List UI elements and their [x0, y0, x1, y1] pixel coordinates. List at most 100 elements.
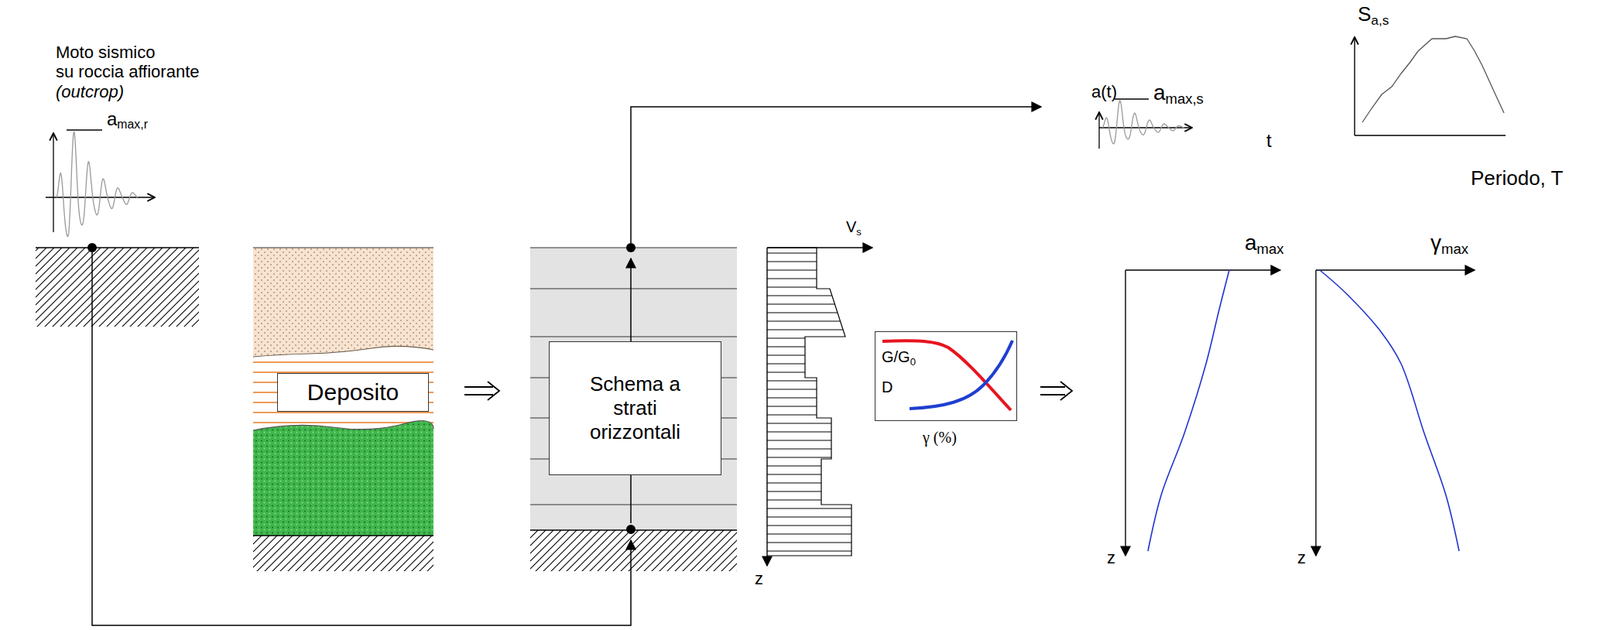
- curve-label: D: [881, 377, 1017, 397]
- vs-profile: [767, 329, 843, 331]
- vs-profile: [767, 253, 817, 254]
- vs-profile: [767, 397, 817, 399]
- vs-profile: [767, 338, 806, 340]
- profile-axes: [1125, 270, 1475, 556]
- soil-deposit: [253, 421, 434, 536]
- vs-profile: [767, 440, 832, 442]
- layered-scheme: [530, 335, 737, 337]
- vs-profile: [767, 534, 852, 535]
- box-text: Schema a strati orizzontali: [589, 372, 681, 446]
- process-box: Schema a strati orizzontali: [548, 341, 722, 476]
- layered-scheme: [530, 247, 737, 531]
- axis-label: γmax: [1430, 230, 1469, 256]
- vs-profile-axes: [767, 247, 873, 566]
- axis-label: Vs: [846, 218, 862, 237]
- response-spectrum: [1362, 36, 1505, 123]
- axis-label: amax: [1244, 230, 1284, 256]
- axis-label: Periodo, T: [1470, 167, 1563, 191]
- soil-deposit: [253, 247, 434, 357]
- implies-arrow: [1040, 381, 1073, 401]
- axis-label: t: [1266, 130, 1272, 152]
- vs-profile: [767, 321, 841, 323]
- vs-profile: [767, 304, 835, 305]
- output-accelerogram-axes: [1114, 98, 1149, 100]
- vs-profile: [767, 247, 852, 556]
- vs-profile: [767, 389, 817, 391]
- vs-profile: [767, 474, 822, 476]
- vs-profile: [767, 414, 817, 416]
- profile-axes: [1124, 270, 1126, 556]
- vs-profile: [767, 423, 832, 425]
- outcrop-rock: [87, 243, 97, 253]
- vs-profile: [767, 295, 833, 297]
- box-label: Deposito: [307, 378, 399, 407]
- output-accelerogram-axes: [1099, 126, 1193, 128]
- output-accelerogram-axes: [1098, 112, 1100, 149]
- profile-axes: [1315, 269, 1475, 271]
- output-accelerogram: [1102, 100, 1185, 144]
- profile-axes: [1315, 270, 1316, 556]
- spectrum-axes: [1354, 134, 1506, 136]
- vs-profile: [767, 491, 822, 493]
- input-accelerogram: [56, 131, 138, 237]
- soil-deposit: [253, 346, 434, 357]
- layered-scheme: [626, 524, 636, 535]
- vs-profile: [767, 542, 852, 544]
- outcrop-rock: [35, 246, 199, 249]
- soil-deposit: [253, 534, 434, 537]
- axis-label: z: [1297, 548, 1306, 568]
- axis-label: γ (%): [922, 428, 957, 447]
- layered-scheme: [530, 243, 737, 572]
- axis-label: z: [754, 568, 764, 589]
- output-accelerogram: [1102, 100, 1185, 144]
- vs-profile: [767, 363, 806, 365]
- soil-deposit: [253, 361, 434, 364]
- peak-acceleration-label: amax,s: [1153, 80, 1204, 106]
- vs-profile: [767, 355, 806, 357]
- process-box: Deposito: [277, 373, 429, 412]
- curve-label: G/G0: [881, 347, 1017, 369]
- vs-profile: [767, 406, 817, 408]
- outcrop-rock: [35, 247, 199, 327]
- box-label: Schema a strati orizzontali: [589, 372, 681, 446]
- soil-deposit: [253, 247, 434, 572]
- axis-label: a(t): [1091, 82, 1117, 102]
- layered-scheme: [530, 287, 737, 289]
- soil-deposit: [253, 411, 434, 414]
- layered-scheme: [626, 243, 636, 253]
- input-accelerogram: [56, 131, 138, 237]
- soil-deposit: [253, 535, 434, 572]
- vs-profile: [767, 448, 832, 450]
- profile-axes: [1125, 269, 1281, 271]
- spectrum-axes: [1353, 37, 1355, 136]
- box-text: Deposito: [307, 378, 399, 407]
- vs-profile: [767, 517, 852, 518]
- vs-profile: [767, 372, 806, 374]
- axis-label: Sa,s: [1357, 3, 1389, 27]
- soil-deposit: [253, 362, 434, 433]
- input-caption: Moto sismico su roccia affiorante (outcr…: [55, 42, 200, 102]
- vs-profile: [767, 465, 822, 467]
- input-accelerogram-axes: [52, 133, 54, 233]
- gamma-max-profile: [1319, 270, 1460, 552]
- vs-profile: [767, 247, 852, 556]
- soil-deposit: [253, 421, 434, 431]
- layered-scheme: [530, 530, 737, 572]
- degradation-curves: [874, 331, 1018, 422]
- depth-profiles: [1147, 270, 1460, 552]
- amax-profile: [1147, 270, 1230, 552]
- axis-label: z: [1106, 548, 1116, 568]
- soil-deposit: [253, 246, 434, 248]
- input-accelerogram-axes: [66, 129, 103, 131]
- implies-arrow: [464, 381, 500, 401]
- outcrop-rock: [35, 243, 199, 327]
- spectrum-axes: [1354, 37, 1506, 136]
- damping-curve: [909, 340, 1013, 409]
- vs-profile: [767, 287, 817, 288]
- vs-profile: [767, 508, 852, 510]
- output-path-arrow: [630, 106, 1042, 244]
- vs-profile: [767, 483, 822, 484]
- curve-box: G/G0D: [874, 331, 1018, 422]
